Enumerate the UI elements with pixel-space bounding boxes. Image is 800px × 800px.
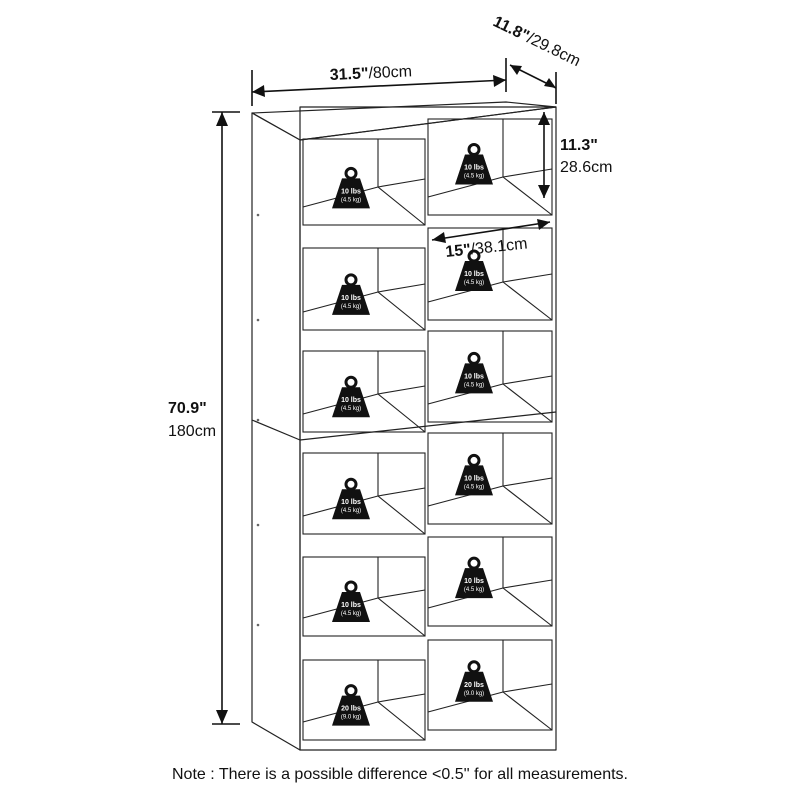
weight-icon: 10 lbs (4.5 kg) [332,273,370,315]
weight-icon: 10 lbs (4.5 kg) [332,375,370,418]
weight-value: 10 lbs [341,295,361,302]
svg-text:11.8"/29.8cm: 11.8"/29.8cm [490,13,583,70]
svg-text:15"/38.1cm: 15"/38.1cm [445,235,529,261]
weight-value: 10 lbs [464,475,484,482]
weight-value: 10 lbs [464,271,484,278]
cube-compartment [302,247,426,331]
weight-icon: 10 lbs (4.5 kg) [332,477,370,520]
weight-icon: 10 lbs (4.5 kg) [455,351,493,394]
weight-icon: 20 lbs (9.0 kg) [455,660,493,702]
bookcase-body [251,101,557,751]
weight-metric: (4.5 kg) [464,174,484,180]
shelf-peg-hole [256,523,260,527]
weight-metric: (4.5 kg) [464,280,484,286]
weight-value: 20 lbs [464,682,484,689]
weight-metric: (4.5 kg) [464,587,484,593]
cube-width-cm: /38.1cm [470,235,528,258]
cube-compartment [427,227,553,321]
cube-compartment [302,350,426,433]
shelf-peg-hole [256,623,260,627]
cube-compartment [302,452,426,535]
height-cm: 180cm [168,423,216,440]
width-dimension-line [251,79,507,93]
cube-compartment [427,536,553,627]
weight-icon: 10 lbs (4.5 kg) [455,556,493,599]
depth-inches: 11.8" [490,13,531,45]
weight-value: 10 lbs [464,373,484,380]
width-cm: /80cm [368,63,412,82]
depth-cm: /29.8cm [524,30,583,70]
weight-metric: (4.5 kg) [341,406,361,412]
weight-value: 10 lbs [464,578,484,585]
weight-value: 10 lbs [341,499,361,506]
weight-metric: (4.5 kg) [464,484,484,490]
weight-value: 10 lbs [464,165,484,172]
weight-metric: (4.5 kg) [341,611,361,617]
shelf-peg-hole [256,213,260,217]
weight-icon: 10 lbs (4.5 kg) [455,249,493,292]
cube-compartment [302,556,426,637]
weight-metric: (4.5 kg) [341,197,361,203]
cube-compartment [427,118,553,216]
cube-width-inches: 15" [445,241,472,261]
cube-compartment [427,330,553,423]
width-inches: 31.5" [329,65,368,84]
weight-value: 10 lbs [341,188,361,195]
weight-metric: (4.5 kg) [341,508,361,514]
height-inches: 70.9" [168,400,207,417]
weight-value: 20 lbs [341,706,361,713]
weight-value: 10 lbs [341,602,361,609]
weight-icon: 20 lbs (9.0 kg) [332,684,370,726]
weight-icon: 10 lbs (4.5 kg) [332,166,370,209]
cube-compartment [427,432,553,525]
weight-icon: 10 lbs (4.5 kg) [455,453,493,496]
cube-compartment [427,639,553,731]
cube-width-dimension-line [431,221,551,241]
cube-compartment [302,659,426,741]
svg-text:31.5"/80cm: 31.5"/80cm [329,63,412,84]
shelf-peg-hole [256,418,260,422]
weight-icon: 10 lbs (4.5 kg) [455,143,493,185]
cube-compartment [302,138,426,226]
measurement-note: Note : There is a possible difference <0… [172,766,628,783]
weight-metric: (4.5 kg) [341,304,361,310]
weight-value: 10 lbs [341,397,361,404]
weight-metric: (4.5 kg) [464,382,484,388]
shelf-peg-hole [256,318,260,322]
cube-height-inches: 11.3" [560,137,598,154]
cube-height-cm: 28.6cm [560,159,612,176]
weight-metric: (9.0 kg) [464,691,484,697]
weight-icon: 10 lbs (4.5 kg) [332,580,370,622]
weight-metric: (9.0 kg) [341,715,361,721]
